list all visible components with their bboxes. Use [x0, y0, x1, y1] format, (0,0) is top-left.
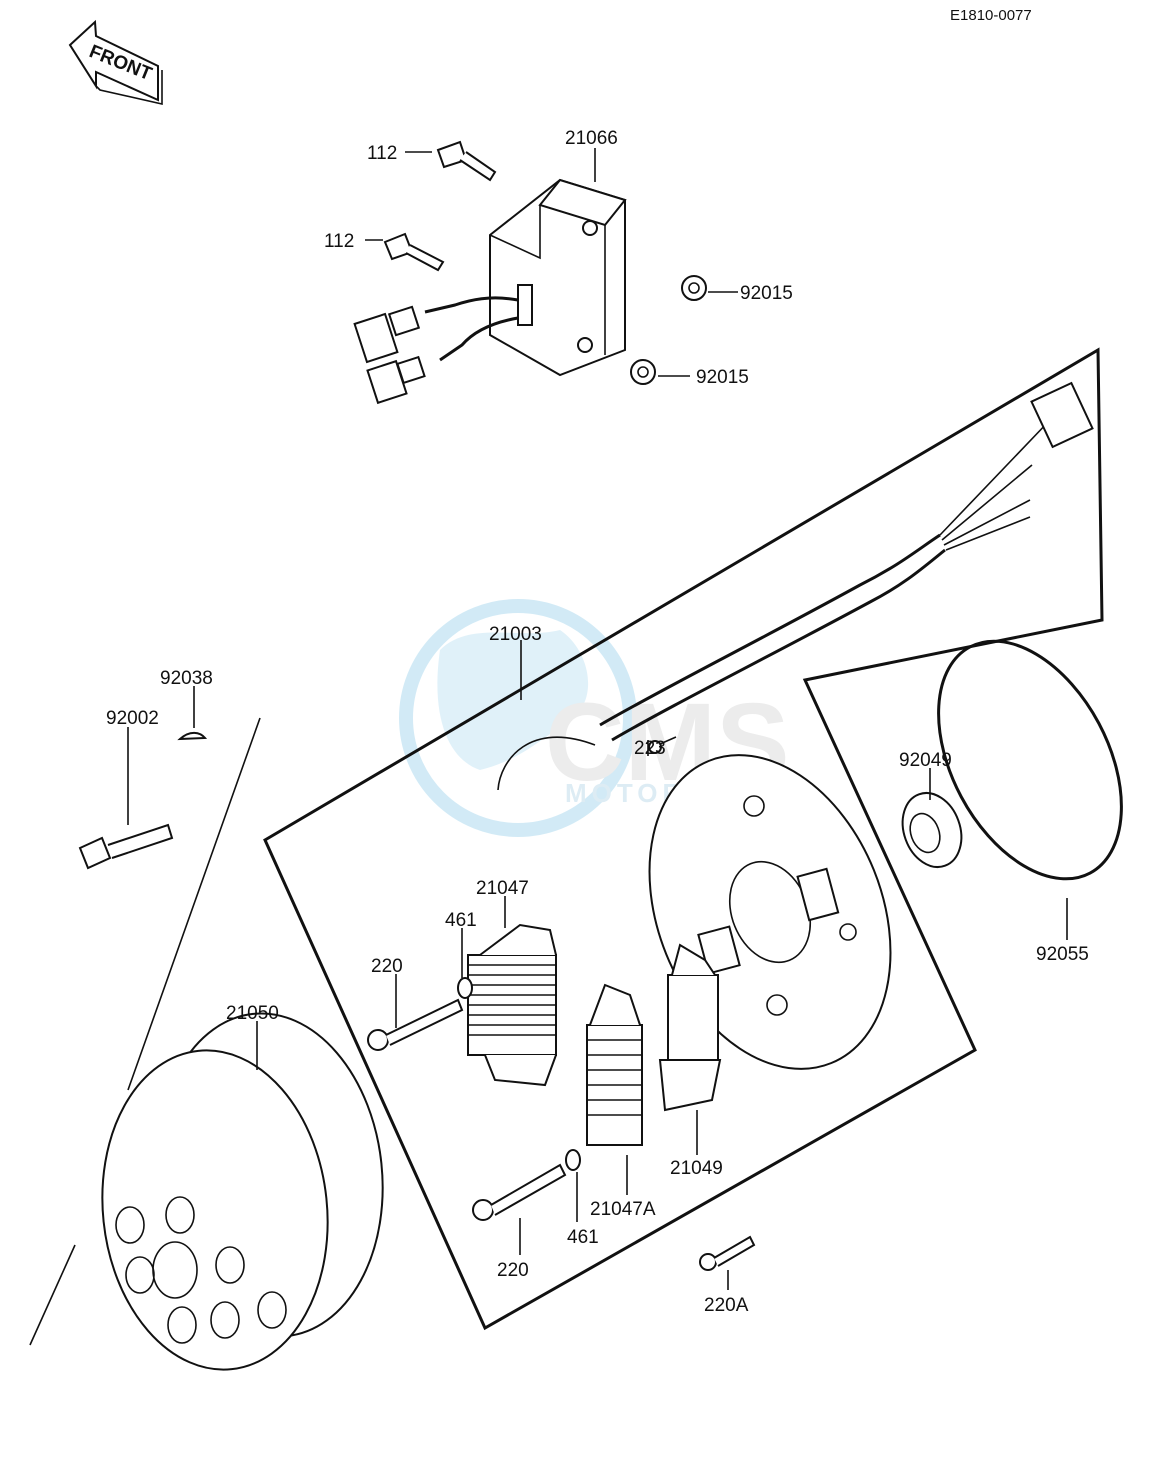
- callout-112-upper: 112: [367, 143, 397, 164]
- callout-92049: 92049: [899, 750, 952, 771]
- stator-assembly-outline: [263, 347, 1104, 1331]
- front-arrow-icon: FRONT: [68, 19, 163, 106]
- callout-461-lower: 461: [567, 1227, 599, 1248]
- callout-21050: 21050: [226, 1003, 279, 1024]
- callout-220-upper: 220: [371, 956, 403, 977]
- callout-92015-lower: 92015: [696, 367, 749, 388]
- callout-21047A: 21047A: [590, 1199, 656, 1220]
- screw-223: [648, 736, 677, 754]
- bolt-112-lower: [383, 232, 445, 272]
- watermark-globe-icon: [399, 599, 637, 837]
- rotor-21050: [101, 1012, 384, 1371]
- callout-21066: 21066: [565, 128, 618, 149]
- regulator-rectifier: [353, 178, 627, 405]
- screw-220-upper: [367, 998, 464, 1051]
- callout-21047: 21047: [476, 878, 529, 899]
- callout-21049: 21049: [670, 1158, 723, 1179]
- oil-seal-92049: [901, 792, 963, 868]
- callout-461-upper: 461: [445, 910, 477, 931]
- callout-92002: 92002: [106, 708, 159, 729]
- o-ring-92055: [937, 639, 1123, 881]
- callout-223: 223: [634, 738, 666, 759]
- screw-220-lower: [472, 1163, 567, 1221]
- callout-220-lower: 220: [497, 1260, 529, 1281]
- washer-461-upper: [457, 977, 473, 999]
- callout-112-lower: 112: [324, 231, 354, 252]
- nut-92015-lower: [630, 359, 656, 385]
- wire-harness-21003: [497, 381, 1094, 791]
- nut-92015-upper: [681, 275, 707, 301]
- washer-461-lower: [565, 1149, 581, 1171]
- callout-92038: 92038: [160, 668, 213, 689]
- callout-220A: 220A: [704, 1295, 749, 1316]
- callout-92015-upper: 92015: [740, 283, 793, 304]
- diagram-code: E1810-0077: [950, 7, 1032, 24]
- callout-92055: 92055: [1036, 944, 1089, 965]
- coil-21049: [658, 943, 722, 1112]
- screw-220A: [699, 1235, 756, 1271]
- callout-21003: 21003: [489, 624, 542, 645]
- bolt-112-upper: [436, 140, 497, 182]
- key-92038: [177, 731, 208, 741]
- coil-21047: [467, 923, 557, 1087]
- bolt-92002: [78, 823, 174, 870]
- coil-21047A: [586, 983, 643, 1146]
